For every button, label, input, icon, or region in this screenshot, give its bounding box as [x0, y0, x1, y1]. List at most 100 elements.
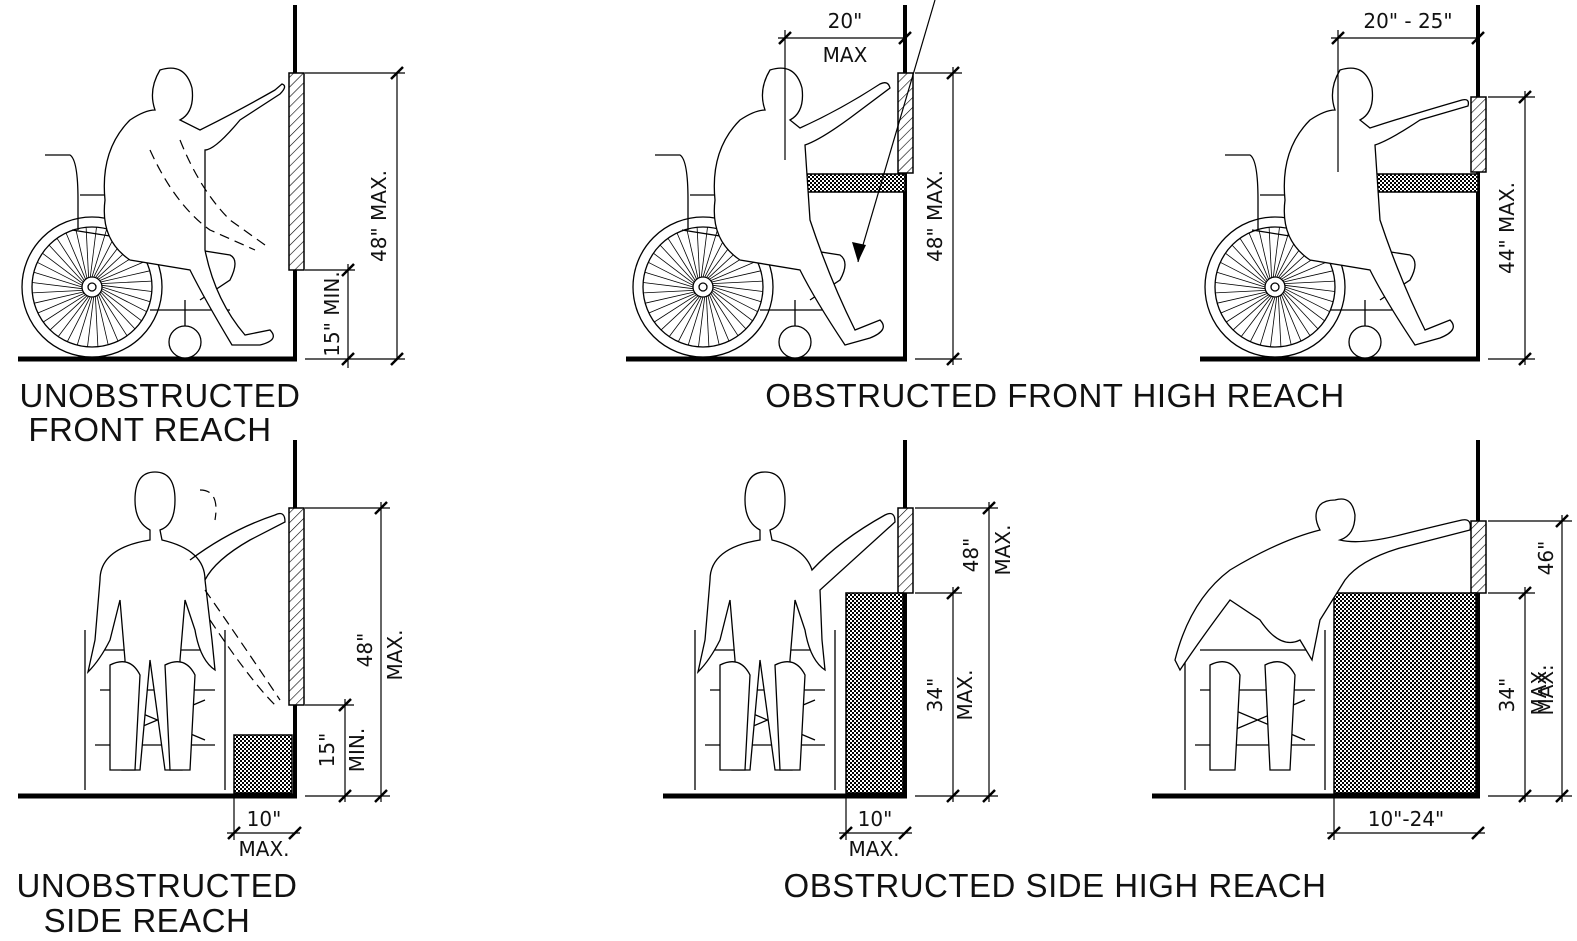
panel-obstructed-front-reach-25: 20" - 25" 44" MAX. [1200, 5, 1535, 366]
dim-48-max-label: MAX. [383, 630, 407, 681]
dim-20: 20" [828, 9, 863, 33]
wheel-spoke [66, 296, 91, 342]
wheel-icon [21, 216, 163, 358]
dim-48-max: 48" MAX. [367, 170, 391, 262]
control-panel [288, 72, 305, 271]
wheel-spoke [1232, 295, 1271, 331]
dim-46: 46" [1534, 541, 1558, 576]
wheel-spoke [1283, 291, 1319, 330]
dim-10: 10" [247, 807, 282, 831]
wheel-spoke [712, 284, 763, 292]
wheel-spoke [32, 290, 83, 294]
wheel-spoke [643, 290, 694, 294]
wheel-spoke [1249, 296, 1274, 342]
wheel-spoke [712, 286, 762, 303]
wheel-spoke [1215, 290, 1266, 294]
wheel-spoke [645, 291, 695, 304]
wheel-spoke [1284, 284, 1335, 292]
wheelchair-user-figure-leaning [1174, 498, 1471, 790]
wheel-spoke [1282, 260, 1330, 281]
wheel-spoke [37, 293, 85, 314]
wheel-spoke [1278, 296, 1282, 347]
wheel-spoke [696, 227, 700, 278]
wheel-spoke [707, 295, 720, 345]
wheel-spoke [100, 291, 136, 330]
wheel-spoke [643, 282, 694, 290]
wheel-spoke [87, 296, 95, 347]
wheel-spoke [712, 280, 763, 284]
wheel-spoke [101, 280, 152, 284]
wheel-spoke [1225, 252, 1266, 284]
wheel-spoke [49, 295, 88, 331]
wheel-spoke [65, 232, 86, 280]
wheel-spoke [99, 293, 128, 336]
dim-34: 34" [923, 678, 947, 713]
wheel-spoke [1226, 294, 1269, 323]
control-panel [1470, 96, 1487, 173]
dim-10: 10" [858, 807, 893, 831]
dim-10-max-label: MAX. [239, 837, 290, 861]
wheel-spoke [1272, 227, 1280, 278]
dim-20-25: 20" - 25" [1363, 9, 1452, 33]
dim-10-max-label: MAX. [849, 837, 900, 861]
wheel-spoke [1240, 296, 1272, 337]
wheel-spoke [698, 296, 706, 347]
wheel-spoke [89, 227, 97, 278]
low-obstruction [233, 734, 293, 794]
wheel-spoke [96, 295, 109, 345]
wheel-spoke [667, 238, 696, 281]
wheel-spoke [644, 271, 694, 288]
wheel-spoke [57, 296, 89, 337]
wheel-spoke [700, 227, 708, 278]
wheelchair-user-figure [21, 67, 286, 359]
wheel-spoke [702, 228, 719, 278]
caster-icon [1348, 325, 1382, 359]
wheel-spoke [687, 296, 704, 346]
panel-obstructed-side-reach-24: 46" MAX. 34" MAX. 10"-24" [1152, 440, 1572, 840]
wheel-spoke [1216, 271, 1266, 288]
wheel-spoke [1220, 261, 1266, 286]
panel-obstructed-side-reach-10: 48" MAX. 34" MAX. 10" MAX. [663, 440, 1015, 861]
wheel-spoke [659, 244, 695, 283]
dim-20-max: MAX [823, 43, 868, 67]
wheel-spoke [91, 228, 108, 278]
wheel-spoke [1284, 280, 1335, 284]
wheel-spoke [101, 288, 147, 313]
caption-unobstructed-front-line1: UNOBSTRUCTED [19, 377, 300, 414]
caster-icon [778, 325, 812, 359]
wheel-spoke [1279, 295, 1292, 345]
wheel-spoke [33, 271, 83, 288]
wheel-spoke [95, 296, 99, 347]
wheel-spoke [710, 260, 758, 281]
wheel-spoke [677, 296, 702, 342]
dim-15: 15" [315, 733, 339, 768]
caption-unobstructed-side-line1: UNOBSTRUCTED [16, 867, 297, 904]
wheel-spoke [1268, 227, 1272, 278]
wheel-spoke [100, 270, 150, 283]
dim-48: 48" [353, 633, 377, 668]
wheel-spoke [1231, 244, 1267, 283]
wheel-spoke [1284, 288, 1330, 313]
wheel-spoke [653, 252, 694, 284]
wheel-spoke [85, 227, 89, 278]
wheel-spoke [56, 238, 85, 281]
control-panel [897, 72, 914, 174]
wheel-spoke [101, 286, 151, 303]
wheel-spoke [1259, 296, 1276, 346]
wheel-spoke [34, 291, 84, 304]
dim-10-24: 10"-24" [1368, 807, 1445, 831]
wheel-spoke [668, 296, 700, 337]
wheel-spoke [1284, 290, 1325, 322]
dim-34: 34" [1495, 678, 1519, 713]
caption-obstructed-front: OBSTRUCTED FRONT HIGH REACH [765, 377, 1344, 414]
wheel-spoke [76, 296, 93, 346]
counter-obstruction [845, 592, 904, 794]
wheel-spoke [1215, 282, 1266, 290]
dim-48: 48" [959, 538, 983, 573]
wheel-spoke [706, 296, 710, 347]
wheelchair-user-figure [1204, 67, 1470, 359]
wheel-spoke [1270, 296, 1278, 347]
wheel-spoke [1283, 270, 1333, 283]
panel-unobstructed-side-reach: 48" MAX. 15" MIN. 10" MAX. UNOBSTRUCTED … [16, 440, 407, 939]
wheel-spoke [1248, 232, 1269, 280]
